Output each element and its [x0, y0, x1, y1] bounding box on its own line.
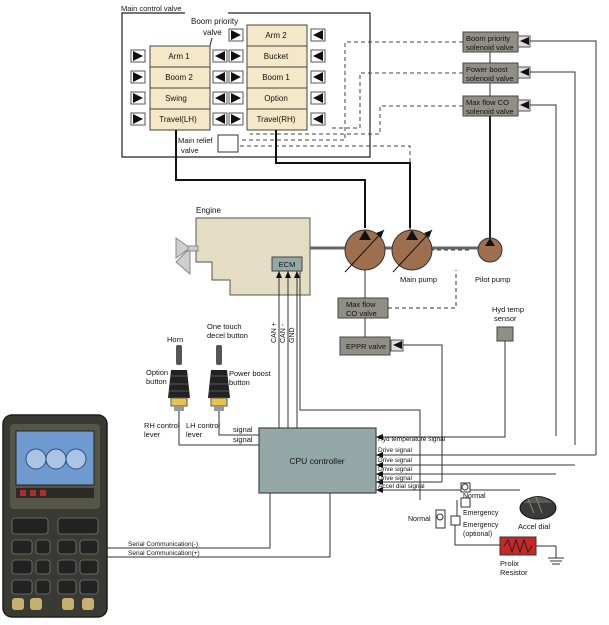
signal-label-1: signal [233, 425, 253, 434]
engine-fan-icon [175, 237, 191, 259]
main-relief-label-2: valve [181, 146, 199, 155]
power-boost-solenoid-label-1: Power boost [466, 65, 509, 74]
can-plus-label: CAN + [271, 322, 278, 343]
spool-arm-2: Arm 2 [265, 31, 287, 40]
lh-control-lever-label-1: LH control [186, 421, 221, 430]
accel-dial: Accel dial [518, 496, 557, 531]
spool-bucket: Bucket [264, 52, 289, 61]
lh-control-lever: One touch decel button Power boost butto… [186, 322, 272, 439]
option-button-label-2: button [146, 377, 167, 386]
spool-option: Option [264, 94, 288, 103]
gnd-label: GND [289, 327, 296, 343]
main-control-valve-title: Main control valve [121, 4, 181, 13]
max-flow-co-solenoid-label-1: Max flow CO [466, 98, 509, 107]
boom-priority-solenoid-label-1: Boom priority [466, 34, 510, 43]
horn-label: Horn [167, 335, 183, 344]
boom-priority-valve-label-1: Boom priority [191, 17, 238, 26]
cpu-controller-label: CPU controller [289, 456, 344, 466]
spool-swing: Swing [165, 94, 187, 103]
flow-valves: Max flow CO valve EPPR valve Hyd temp se… [337, 270, 524, 455]
accel-dial-label: Accel dial [518, 522, 550, 531]
spool-travel-lh: Travel(LH) [159, 115, 197, 124]
engine-label: Engine [196, 206, 221, 215]
can-minus-label: CAN - [280, 323, 287, 343]
pilot-signal-lines [240, 41, 470, 251]
normal-right-label: Normal [463, 493, 486, 500]
cpu-output-lines: Hyd temperature signal Drive signal Driv… [376, 434, 596, 493]
cpu-controller: CPU controller [258, 427, 377, 520]
eppr-valve-label: EPPR valve [346, 342, 386, 351]
main-relief-label-1: Main relief [178, 136, 214, 145]
lh-control-lever-label-2: lever [186, 430, 203, 439]
right-spool-block [246, 24, 308, 131]
prolix-resistor: Prolix Resistor [499, 536, 564, 577]
spool-travel-rh: Travel(RH) [257, 115, 296, 124]
solenoid-valve-bank: Boom priority solenoid valve Power boost… [462, 31, 597, 455]
power-boost-solenoid-label-2: solenoid valve [466, 74, 514, 83]
normal-left-label: Normal [408, 516, 431, 523]
normal-switch-left [435, 509, 446, 529]
emergency-right-label: Emergency [463, 510, 499, 517]
drive-signal-label-4: Drive signal [378, 475, 413, 482]
max-flow-co-valve-label-2: CO valve [346, 309, 377, 318]
option-button-label-1: Option [146, 368, 168, 377]
accel-dial-signal-label: Accel dial signal [378, 483, 425, 490]
normal-switch-right [460, 482, 471, 493]
pumps: Main pump Pilot pump [344, 229, 510, 284]
cluster-monitor [2, 414, 108, 618]
emergency-left-label-1: Emergency [463, 522, 499, 529]
spool-arm-1: Arm 1 [168, 52, 190, 61]
rh-control-lever-label-2: lever [144, 430, 161, 439]
rh-control-lever-label-1: RH control [144, 421, 180, 430]
pilot-pump-label: Pilot pump [475, 275, 510, 284]
hyd-temp-sensor-label-1: Hyd temp [492, 305, 524, 314]
decel-button-label-1: One touch [207, 322, 242, 331]
max-flow-co-solenoid-label-2: solenoid valve [466, 107, 514, 116]
spool-boom-1: Boom 1 [262, 73, 290, 82]
hyd-temperature-signal-label: Hyd temperature signal [378, 436, 446, 443]
spool-boom-2: Boom 2 [165, 73, 193, 82]
main-control-valve: Main control valve Boom priority valve A… [121, 4, 371, 158]
hyd-temp-sensor-label-2: sensor [494, 314, 517, 323]
serial-communication: Serial Communication(-) Serial Communica… [105, 493, 331, 558]
rh-control-lever: Horn Option button RH control lever [144, 335, 259, 446]
decel-button-label-2: decel button [207, 331, 248, 340]
serial-comm-plus-label: Serial Communication(+) [128, 550, 200, 557]
main-relief-valve [217, 134, 239, 153]
hydraulic-main-lines [175, 130, 411, 228]
ecm-module [271, 256, 303, 272]
power-boost-button-label-1: Power boost [229, 369, 272, 378]
hyd-temp-sensor [496, 326, 514, 342]
boom-priority-valve-label-2: valve [203, 28, 222, 37]
emergency-left-label-2: (optional) [463, 531, 492, 538]
ecm-label: ECM [279, 260, 296, 269]
main-pump-label: Main pump [400, 275, 437, 284]
right-spool-pilot-arrows [228, 28, 326, 126]
left-spool-pilot-arrows [130, 49, 228, 126]
drive-signal-label-2: Drive signal [378, 457, 413, 464]
mode-switches: Normal Emergency Normal Emergency (optio… [408, 482, 500, 546]
drive-signal-label-1: Drive signal [378, 447, 413, 454]
prolix-label-1: Prolix [500, 559, 519, 568]
serial-comm-minus-label: Serial Communication(-) [128, 541, 198, 548]
prolix-label-2: Resistor [500, 568, 528, 577]
signal-label-2: signal [233, 435, 253, 444]
boom-priority-solenoid-label-2: solenoid valve [466, 43, 514, 52]
power-boost-button-label-2: button [229, 378, 250, 387]
max-flow-co-valve-label-1: Max flow [346, 300, 376, 309]
drive-signal-label-3: Drive signal [378, 466, 413, 473]
